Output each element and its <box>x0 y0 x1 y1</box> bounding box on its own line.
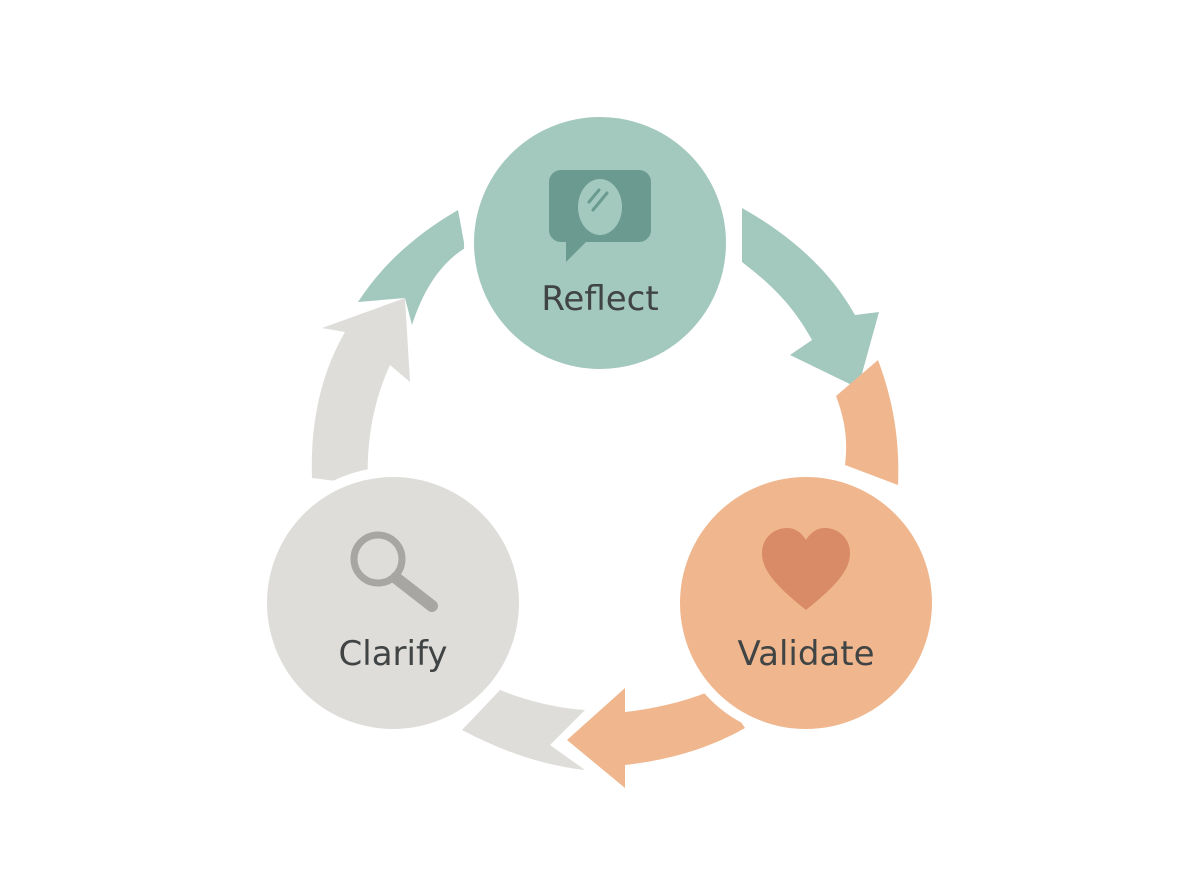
node-clarify: Clarify <box>257 467 529 739</box>
arrow-reflect-to-validate <box>742 208 879 388</box>
arrow-validate-tail <box>836 360 899 485</box>
heart-icon <box>762 528 850 610</box>
arrow-validate-to-clarify <box>567 688 745 788</box>
node-validate-label: Validate <box>737 634 874 674</box>
node-reflect-circle <box>464 107 736 379</box>
arrow-reflect-tail <box>358 210 465 325</box>
node-reflect-label: Reflect <box>541 279 658 319</box>
node-validate: Validate <box>670 467 942 739</box>
mirror-speech-bubble-icon <box>549 170 651 262</box>
arrow-clarify-tail <box>462 690 585 770</box>
magnifying-glass-icon <box>350 531 438 612</box>
node-clarify-label: Clarify <box>339 634 448 674</box>
node-clarify-circle <box>257 467 529 739</box>
node-reflect: Reflect <box>464 107 736 379</box>
arrow-clarify-to-reflect <box>311 298 410 485</box>
cycle-arrows <box>311 208 899 788</box>
